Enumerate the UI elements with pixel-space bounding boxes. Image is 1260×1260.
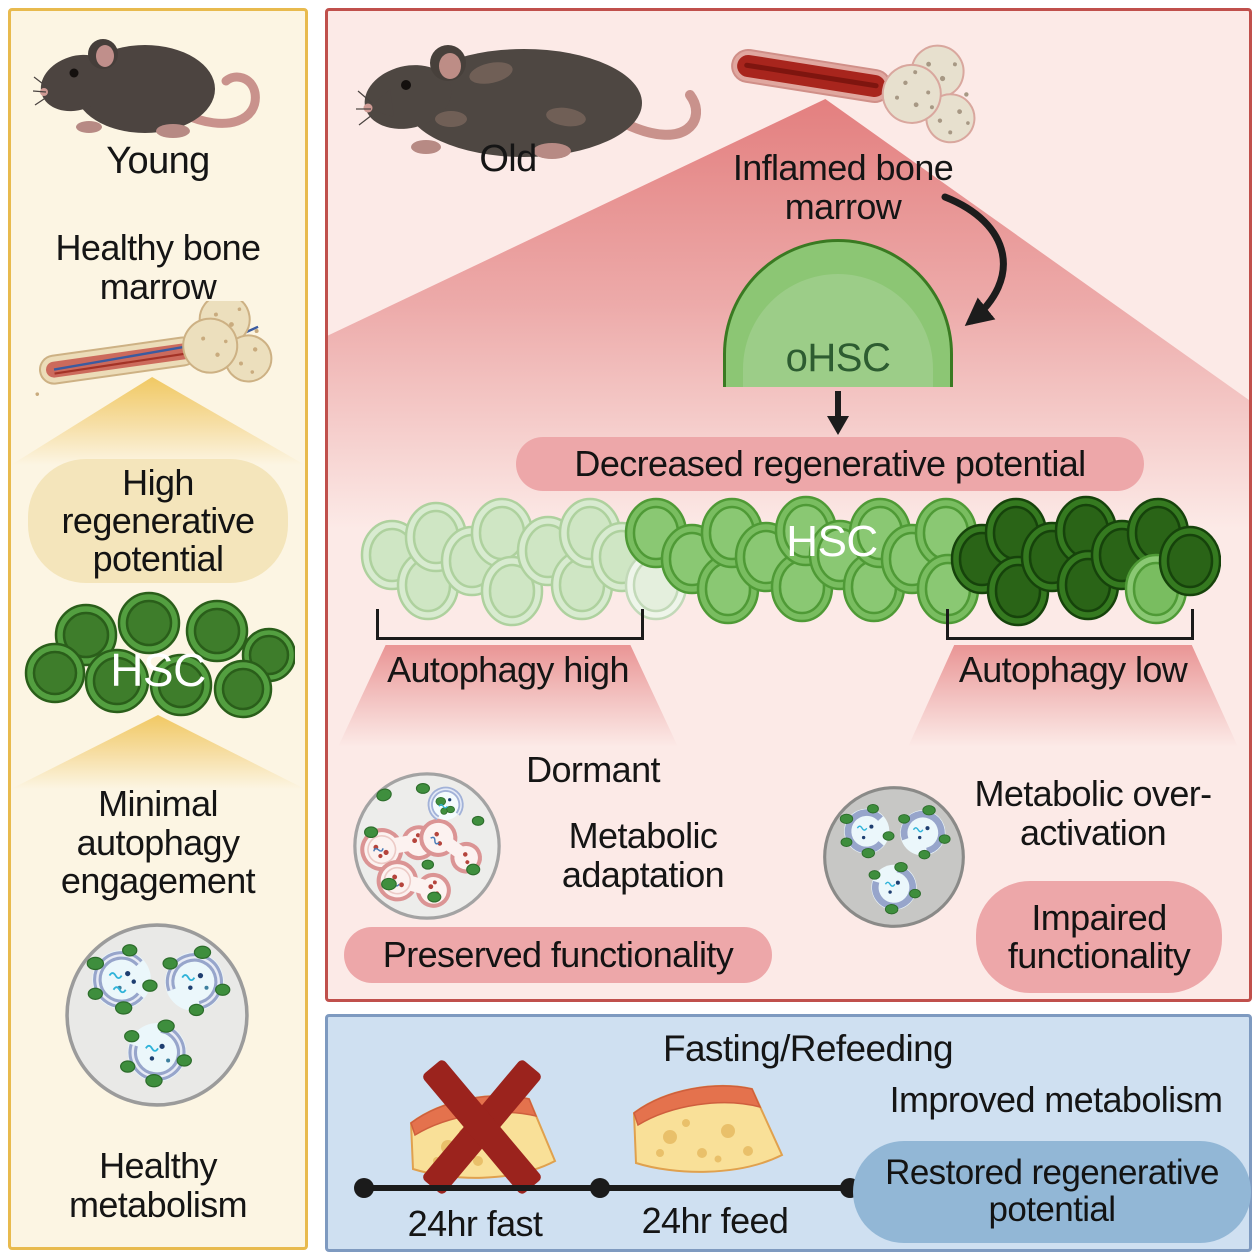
feed-duration-label: 24hr feed	[641, 1200, 789, 1241]
fasting-panel: Fasting/Refeeding	[325, 1014, 1252, 1252]
healthy-bone-marrow-caption: Healthy bone marrow	[55, 227, 262, 307]
metabolic-overactivation-label: Metabolic over-activation	[974, 773, 1212, 853]
fasting-refeeding-title: Fasting/Refeeding	[662, 1028, 954, 1069]
impaired-functionality-pill: Impaired functionality	[976, 881, 1222, 993]
young-panel: Young Healthy bone marrow	[8, 8, 308, 1250]
fast-duration-label: 24hr fast	[407, 1203, 543, 1244]
metabolic-adaptation-label: Metabolic adaptation	[561, 815, 725, 895]
old-hsc-label: HSC	[786, 517, 878, 566]
autophagy-low-label: Autophagy low	[958, 649, 1188, 690]
healthy-metabolism-caption: Healthy metabolism	[68, 1145, 248, 1225]
overactivated-cell-icon	[823, 786, 965, 928]
ohsc-dome: oHSC	[723, 239, 953, 387]
old-label: Old	[479, 138, 537, 180]
old-hsc-row-icon	[360, 495, 1221, 627]
impaired-functionality-text: Impaired functionality	[1007, 897, 1191, 976]
autophagy-low-bracket	[946, 609, 1194, 640]
no-food-cheese-icon	[409, 1060, 557, 1194]
healthy-metabolism-cell-icon	[65, 923, 249, 1107]
preserved-functionality-pill: Preserved functionality	[344, 927, 772, 983]
restored-regenerative-potential-text: Restored regenerative potential	[885, 1153, 1219, 1229]
old-mouse-icon	[356, 45, 701, 159]
preserved-functionality-text: Preserved functionality	[382, 934, 734, 976]
autophagy-low-cone	[908, 645, 1238, 747]
improved-metabolism-label: Improved metabolism	[889, 1079, 1223, 1120]
minimal-autophagy-caption: Minimal autophagy engagement	[60, 783, 256, 902]
decreased-regenerative-potential-text: Decreased regenerative potential	[574, 443, 1086, 485]
high-regenerative-potential-text: High regenerative potential	[61, 462, 256, 579]
x-mark-icon	[423, 1060, 541, 1194]
inflamed-bone-marrow-caption: Inflamed bone marrow	[732, 147, 954, 227]
restored-regenerative-potential-pill: Restored regenerative potential	[853, 1141, 1251, 1243]
autophagy-high-cone	[338, 645, 678, 747]
autophagy-high-label: Autophagy high	[387, 649, 629, 690]
curved-arrow-icon	[941, 193, 1007, 327]
ohsc-label: oHSC	[785, 336, 891, 380]
decreased-regenerative-potential-pill: Decreased regenerative potential	[516, 437, 1144, 491]
young-hsc-label: HSC	[110, 644, 206, 696]
down-arrow-icon	[827, 391, 849, 435]
young-mouse-icon	[33, 39, 260, 138]
old-panel: Old Inflamed bone marrow	[325, 8, 1252, 1002]
dormant-label: Dormant	[526, 749, 660, 790]
dormant-cell-icon	[353, 772, 501, 920]
timeline-dot-middle	[590, 1178, 610, 1198]
high-regenerative-potential-bubble: High regenerative potential	[28, 459, 288, 583]
cheese-icon	[632, 1085, 784, 1173]
timeline-dot-start	[354, 1178, 374, 1198]
young-bone-icon	[35, 301, 273, 396]
young-label: Young	[106, 140, 210, 182]
young-hsc-cluster-icon	[24, 591, 295, 719]
old-bone-icon	[731, 44, 976, 144]
autophagy-high-bracket	[376, 609, 644, 640]
